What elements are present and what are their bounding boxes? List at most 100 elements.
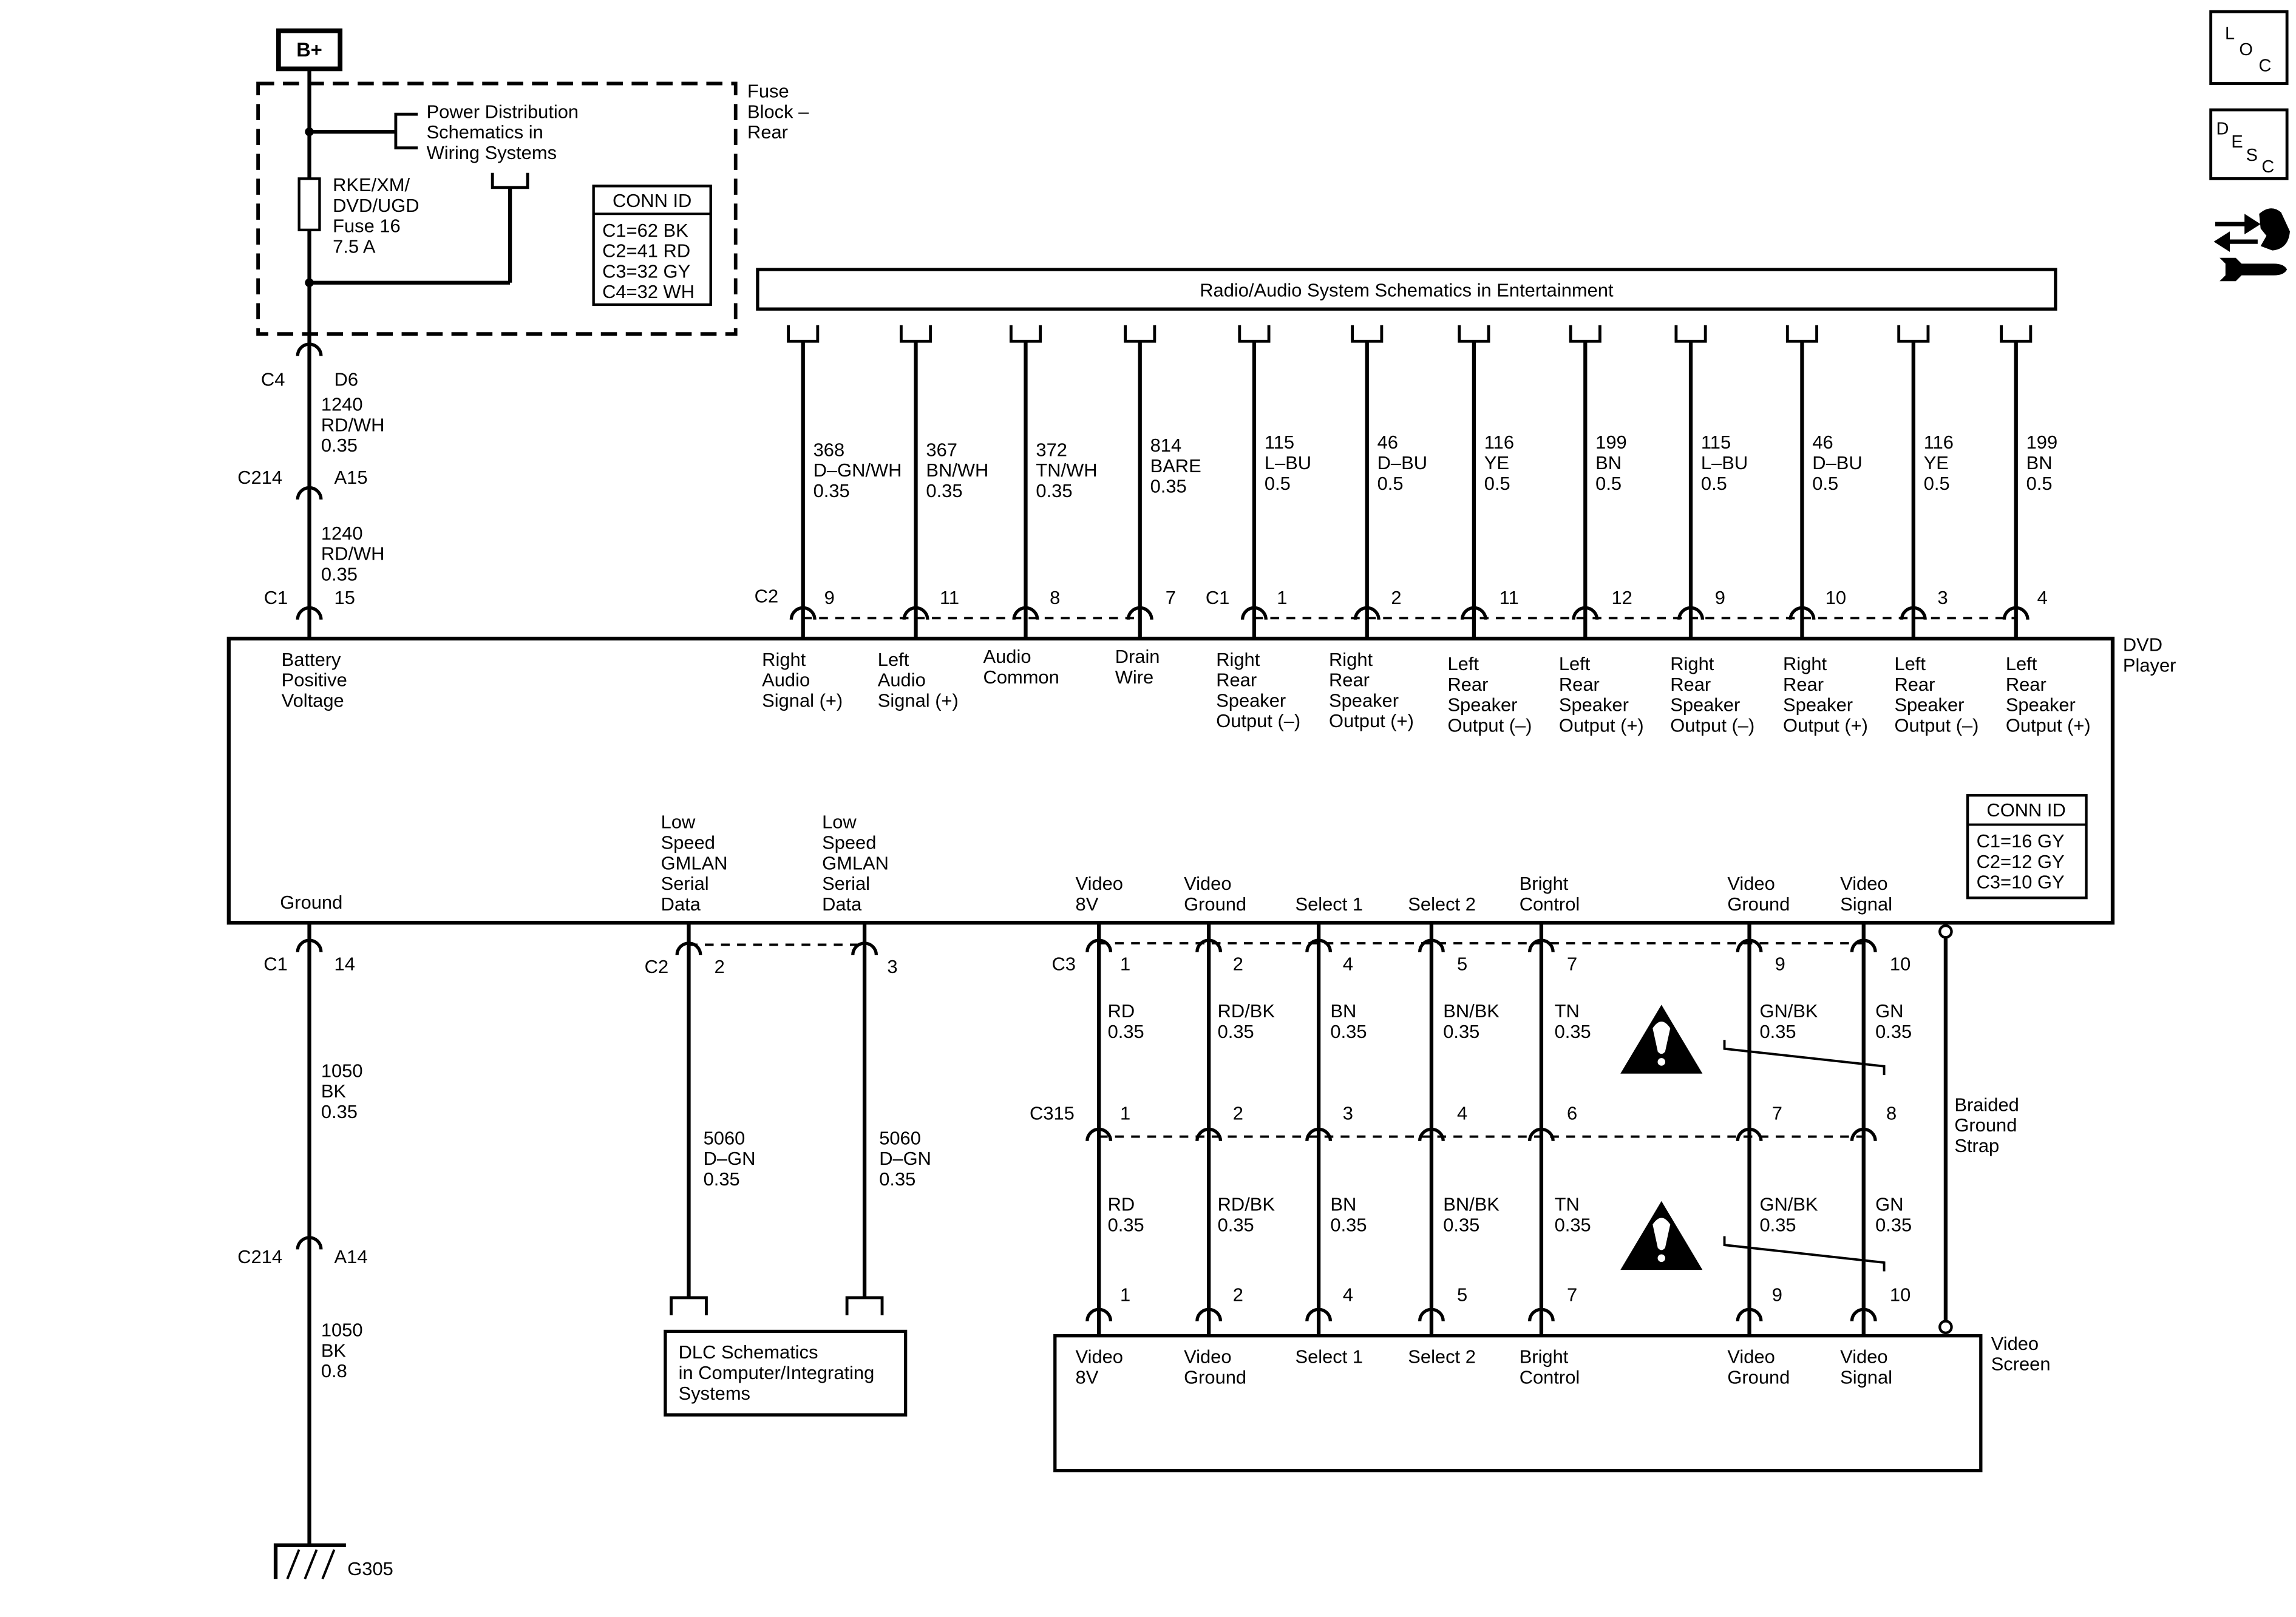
video-screen-pin-2: 2 bbox=[1233, 1284, 1243, 1306]
video-c315-pin-7: 8 bbox=[1886, 1102, 1897, 1124]
audio-wire-8-color: BN bbox=[1595, 452, 1622, 473]
audio-terminal-10 bbox=[1788, 606, 1816, 620]
dvd-conn-id-rows-line-2: C2=12 GY bbox=[1977, 850, 2065, 872]
audio-terminal-1 bbox=[789, 606, 817, 620]
screen-video-label-2-line-1: Video bbox=[1184, 1346, 1231, 1367]
video-c315-pin-1: 1 bbox=[1120, 1102, 1130, 1124]
audio-stub-5 bbox=[1238, 325, 1271, 343]
dlc-schematics-label-line-1: DLC Schematics bbox=[679, 1341, 818, 1363]
braided-ground-strap-label-line-3: Strap bbox=[1954, 1135, 1999, 1156]
audio-stub-1 bbox=[787, 325, 820, 343]
video-screen-pin-6: 9 bbox=[1772, 1284, 1782, 1306]
dvd-video-label-1-line-1: Video bbox=[1076, 873, 1123, 894]
video-screen-pin-5: 7 bbox=[1567, 1284, 1577, 1306]
video-wire-lower-spec-6-line-1: GN/BK bbox=[1759, 1193, 1818, 1215]
dvd-video-label-4-line-1: Select 2 bbox=[1408, 893, 1476, 914]
loc-button[interactable]: LOC bbox=[2209, 10, 2289, 85]
video-c315-pin-2: 2 bbox=[1233, 1102, 1243, 1124]
audio-wire-11-size: 0.5 bbox=[1924, 473, 1950, 494]
wire-1240-a-circuit: 1240 bbox=[321, 394, 363, 415]
dvd-video-label-6-line-2: Ground bbox=[1727, 893, 1790, 914]
video-c3-pin-6: 9 bbox=[1775, 953, 1785, 974]
audio-wire-7-size: 0.5 bbox=[1484, 473, 1510, 494]
audio-wire-5-color: L–BU bbox=[1265, 452, 1311, 473]
service-tool-icon[interactable] bbox=[2213, 208, 2290, 282]
video-c3-terminal-1 bbox=[1085, 938, 1113, 952]
video-wire-upper-spec-4-line-1: BN/BK bbox=[1443, 1000, 1500, 1022]
video-c3-pin-3: 4 bbox=[1343, 953, 1353, 974]
dvd-audio-label-1-line-2: Audio bbox=[762, 669, 810, 690]
dvd-audio-label-5-line-1: Right bbox=[1216, 648, 1260, 670]
gmlan-pin-1: 2 bbox=[715, 956, 725, 977]
loc-button-frame[interactable] bbox=[2209, 10, 2289, 85]
dvd-audio-label-3-line-2: Common bbox=[983, 666, 1059, 687]
video-wire-upper-spec-5-line-1: TN bbox=[1555, 1000, 1580, 1022]
audio-wire-1-color: D–GN/WH bbox=[813, 459, 902, 481]
dvd-video-label-5-line-1: Bright bbox=[1520, 873, 1569, 894]
dvd-audio-label-11-line-2: Rear bbox=[1894, 673, 1935, 694]
dvd-audio-label-1-line-1: Right bbox=[762, 648, 806, 670]
braided-ground-strap-label-line-1: Braided bbox=[1954, 1094, 2019, 1115]
connector-c1-ground: C1 bbox=[263, 953, 287, 974]
video-screen-terminal-2 bbox=[1195, 1307, 1223, 1321]
video-wire-lower-spec-2-line-1: RD/BK bbox=[1218, 1193, 1275, 1215]
fuse-16-label-line-3: Fuse 16 bbox=[333, 215, 401, 236]
screen-video-label-1-line-1: Video bbox=[1076, 1346, 1123, 1367]
fuse-16-label-line-2: DVD/UGD bbox=[333, 194, 419, 215]
audio-wire-3-circuit: 372 bbox=[1036, 439, 1067, 460]
gmlan-dlc-stub-2 bbox=[845, 1296, 884, 1315]
video-screen-terminal-7 bbox=[1850, 1307, 1877, 1321]
tool-arrow-right-head bbox=[2244, 214, 2261, 235]
braided-ground-strap-label-line-2: Ground bbox=[1954, 1114, 2017, 1136]
desc-letter-1: D bbox=[2216, 119, 2229, 138]
dvd-player-name-line-1: DVD bbox=[2123, 634, 2162, 655]
dvd-conn-id-rows-line-3: C3=10 GY bbox=[1977, 871, 2065, 892]
dvd-video-label-1-line-2: 8V bbox=[1076, 893, 1099, 914]
desc-button-frame[interactable] bbox=[2209, 108, 2289, 180]
fuse-block-conn-id-rows-line-2: C2=41 RD bbox=[602, 240, 690, 261]
audio-wire-7-color: YE bbox=[1484, 452, 1509, 473]
connector-c2-gmlan: C2 bbox=[645, 956, 668, 977]
dvd-video-label-3-line-1: Select 1 bbox=[1296, 893, 1364, 914]
connector-c1-power-pin: 15 bbox=[335, 587, 355, 608]
video-wire-lower-spec-1-line-2: 0.35 bbox=[1108, 1214, 1144, 1235]
audio-terminal-5 bbox=[1240, 606, 1268, 620]
dvd-audio-label-8-line-4: Output (+) bbox=[1559, 714, 1644, 736]
wire-1240-b-circuit: 1240 bbox=[321, 523, 363, 544]
video-c3-terminal-3 bbox=[1305, 938, 1333, 952]
gmlan-label-2-line-5: Data bbox=[822, 893, 862, 914]
fuse-16-label-line-4: 7.5 A bbox=[333, 236, 376, 257]
screen-video-label-3: Select 1 bbox=[1296, 1346, 1364, 1367]
dvd-audio-label-11-line-3: Speaker bbox=[1894, 694, 1964, 715]
audio-wire-4-size: 0.35 bbox=[1150, 476, 1187, 497]
video-c315-pin-3: 3 bbox=[1343, 1102, 1353, 1124]
audio-terminal-8 bbox=[1572, 606, 1599, 620]
dvd-video-label-7-line-1: Video bbox=[1840, 873, 1887, 894]
video-wire-lower-spec-7-line-1: GN bbox=[1875, 1193, 1903, 1215]
video-c315-terminal-7 bbox=[1850, 1127, 1877, 1141]
fuse-16-label-line-1: RKE/XM/ bbox=[333, 174, 410, 195]
connector-c214-ground-pin: A14 bbox=[335, 1246, 368, 1267]
screen-video-label-7-line-2: Signal bbox=[1840, 1366, 1892, 1388]
connector-c214-terminal bbox=[296, 486, 323, 500]
video-screen-pin-1: 1 bbox=[1120, 1284, 1130, 1306]
gmlan-pin-2: 3 bbox=[887, 956, 897, 977]
audio-pin-10: 10 bbox=[1826, 587, 1846, 608]
video-wire-upper-spec-6-line-1: GN/BK bbox=[1759, 1000, 1818, 1022]
gmlan-wire-1-color: D–GN bbox=[704, 1148, 756, 1169]
battery-positive-voltage-label-line-2: Positive bbox=[282, 669, 347, 690]
connector-c4-pin: D6 bbox=[335, 368, 358, 390]
gmlan-wire-2-color: D–GN bbox=[879, 1148, 931, 1169]
